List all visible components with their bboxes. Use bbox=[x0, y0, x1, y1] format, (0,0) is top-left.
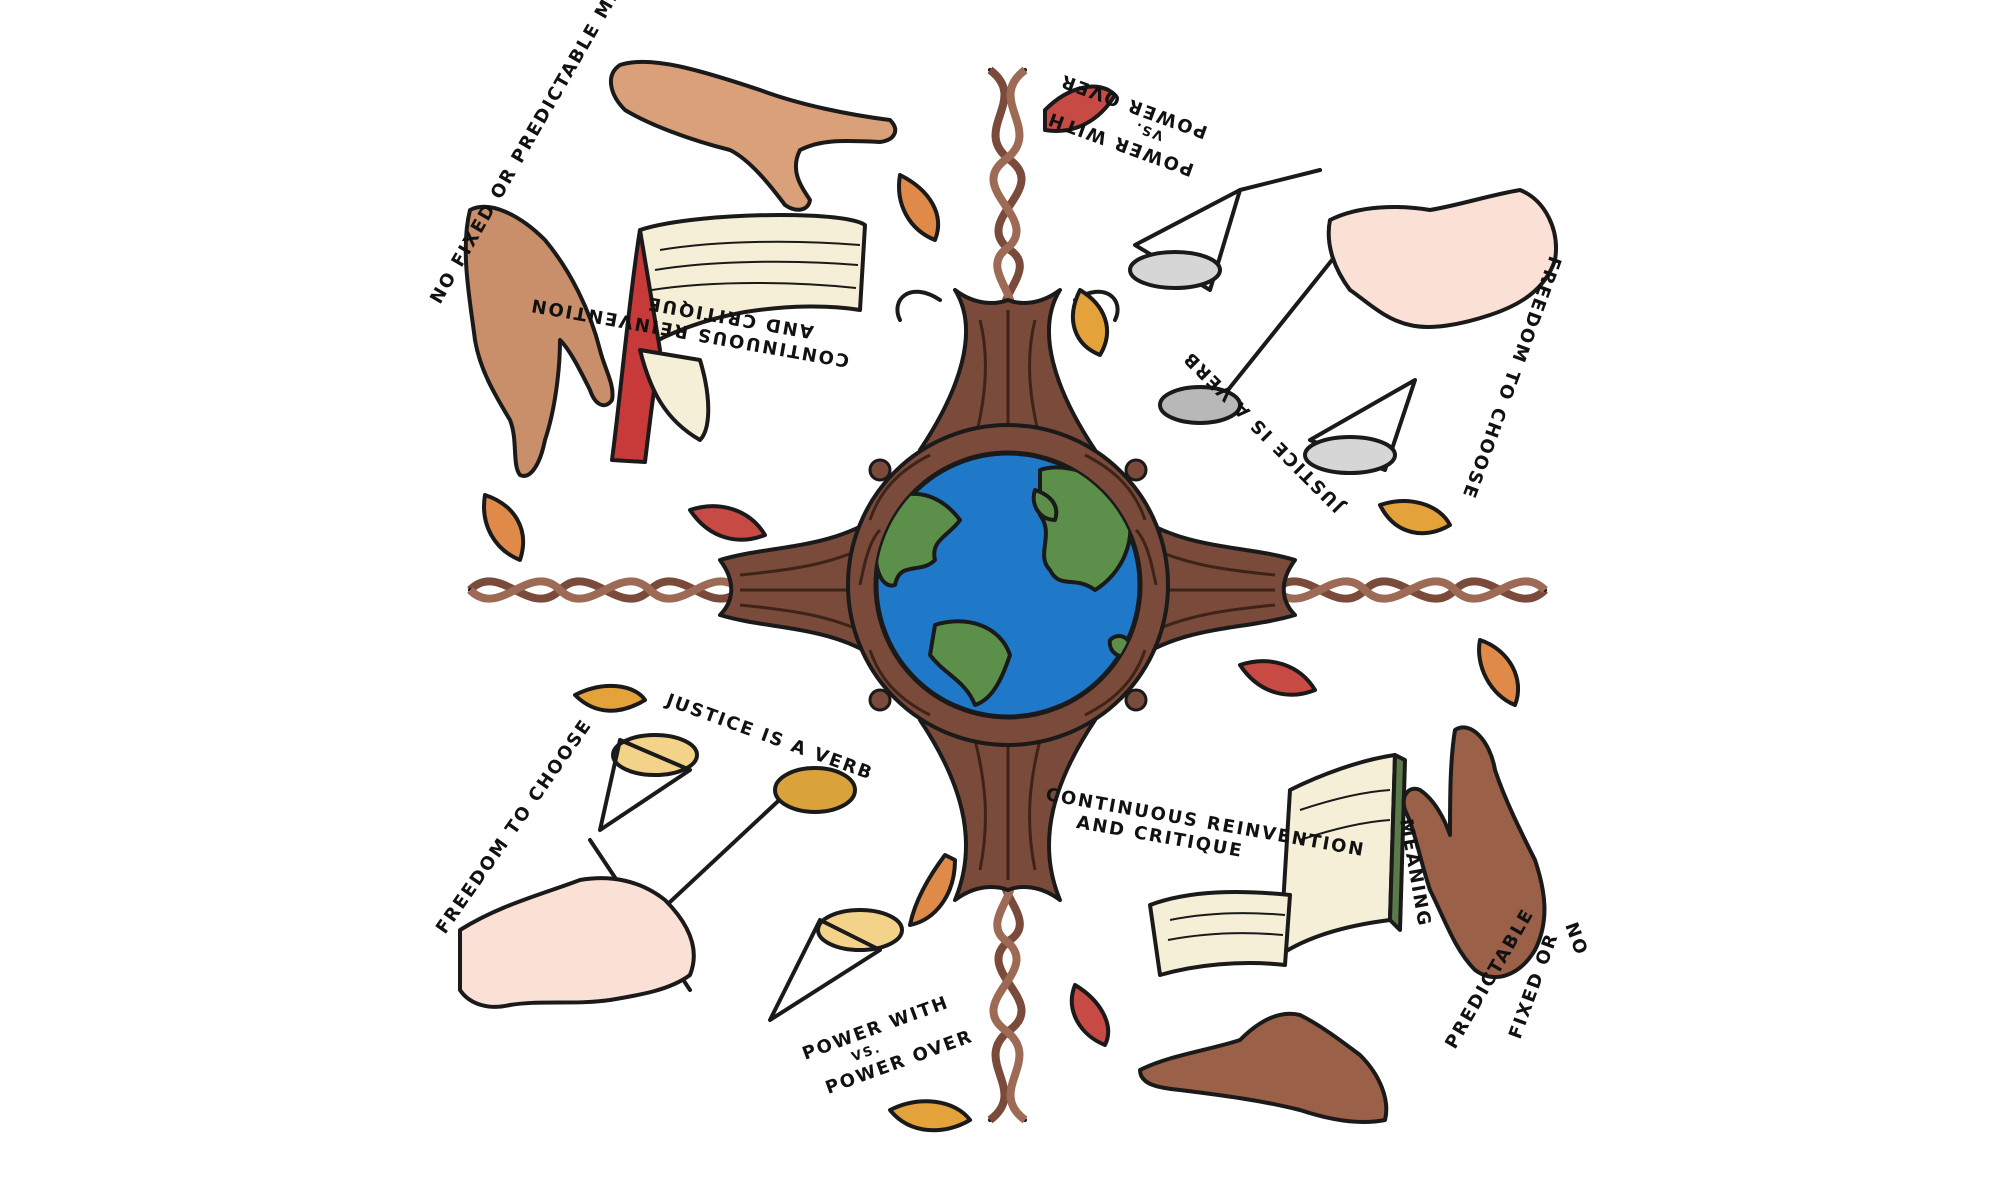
book-icon bbox=[610, 213, 867, 464]
caption-justice-bottom-left: JUSTICE IS A VERB bbox=[661, 689, 876, 784]
hand-icon bbox=[463, 204, 615, 478]
hand-icon bbox=[1138, 1011, 1389, 1124]
scales-icon bbox=[588, 733, 904, 1022]
caption-no-bottom-right: NO bbox=[1560, 920, 1591, 959]
hand-icon bbox=[458, 876, 696, 1009]
hand-icon bbox=[1326, 188, 1558, 329]
leaf-icon bbox=[482, 84, 1521, 1133]
hand-icon bbox=[609, 59, 898, 212]
scales-icon bbox=[1128, 168, 1417, 475]
globe-icon bbox=[873, 450, 1143, 720]
hand-icon bbox=[1401, 725, 1547, 980]
book-icon bbox=[1148, 753, 1407, 977]
